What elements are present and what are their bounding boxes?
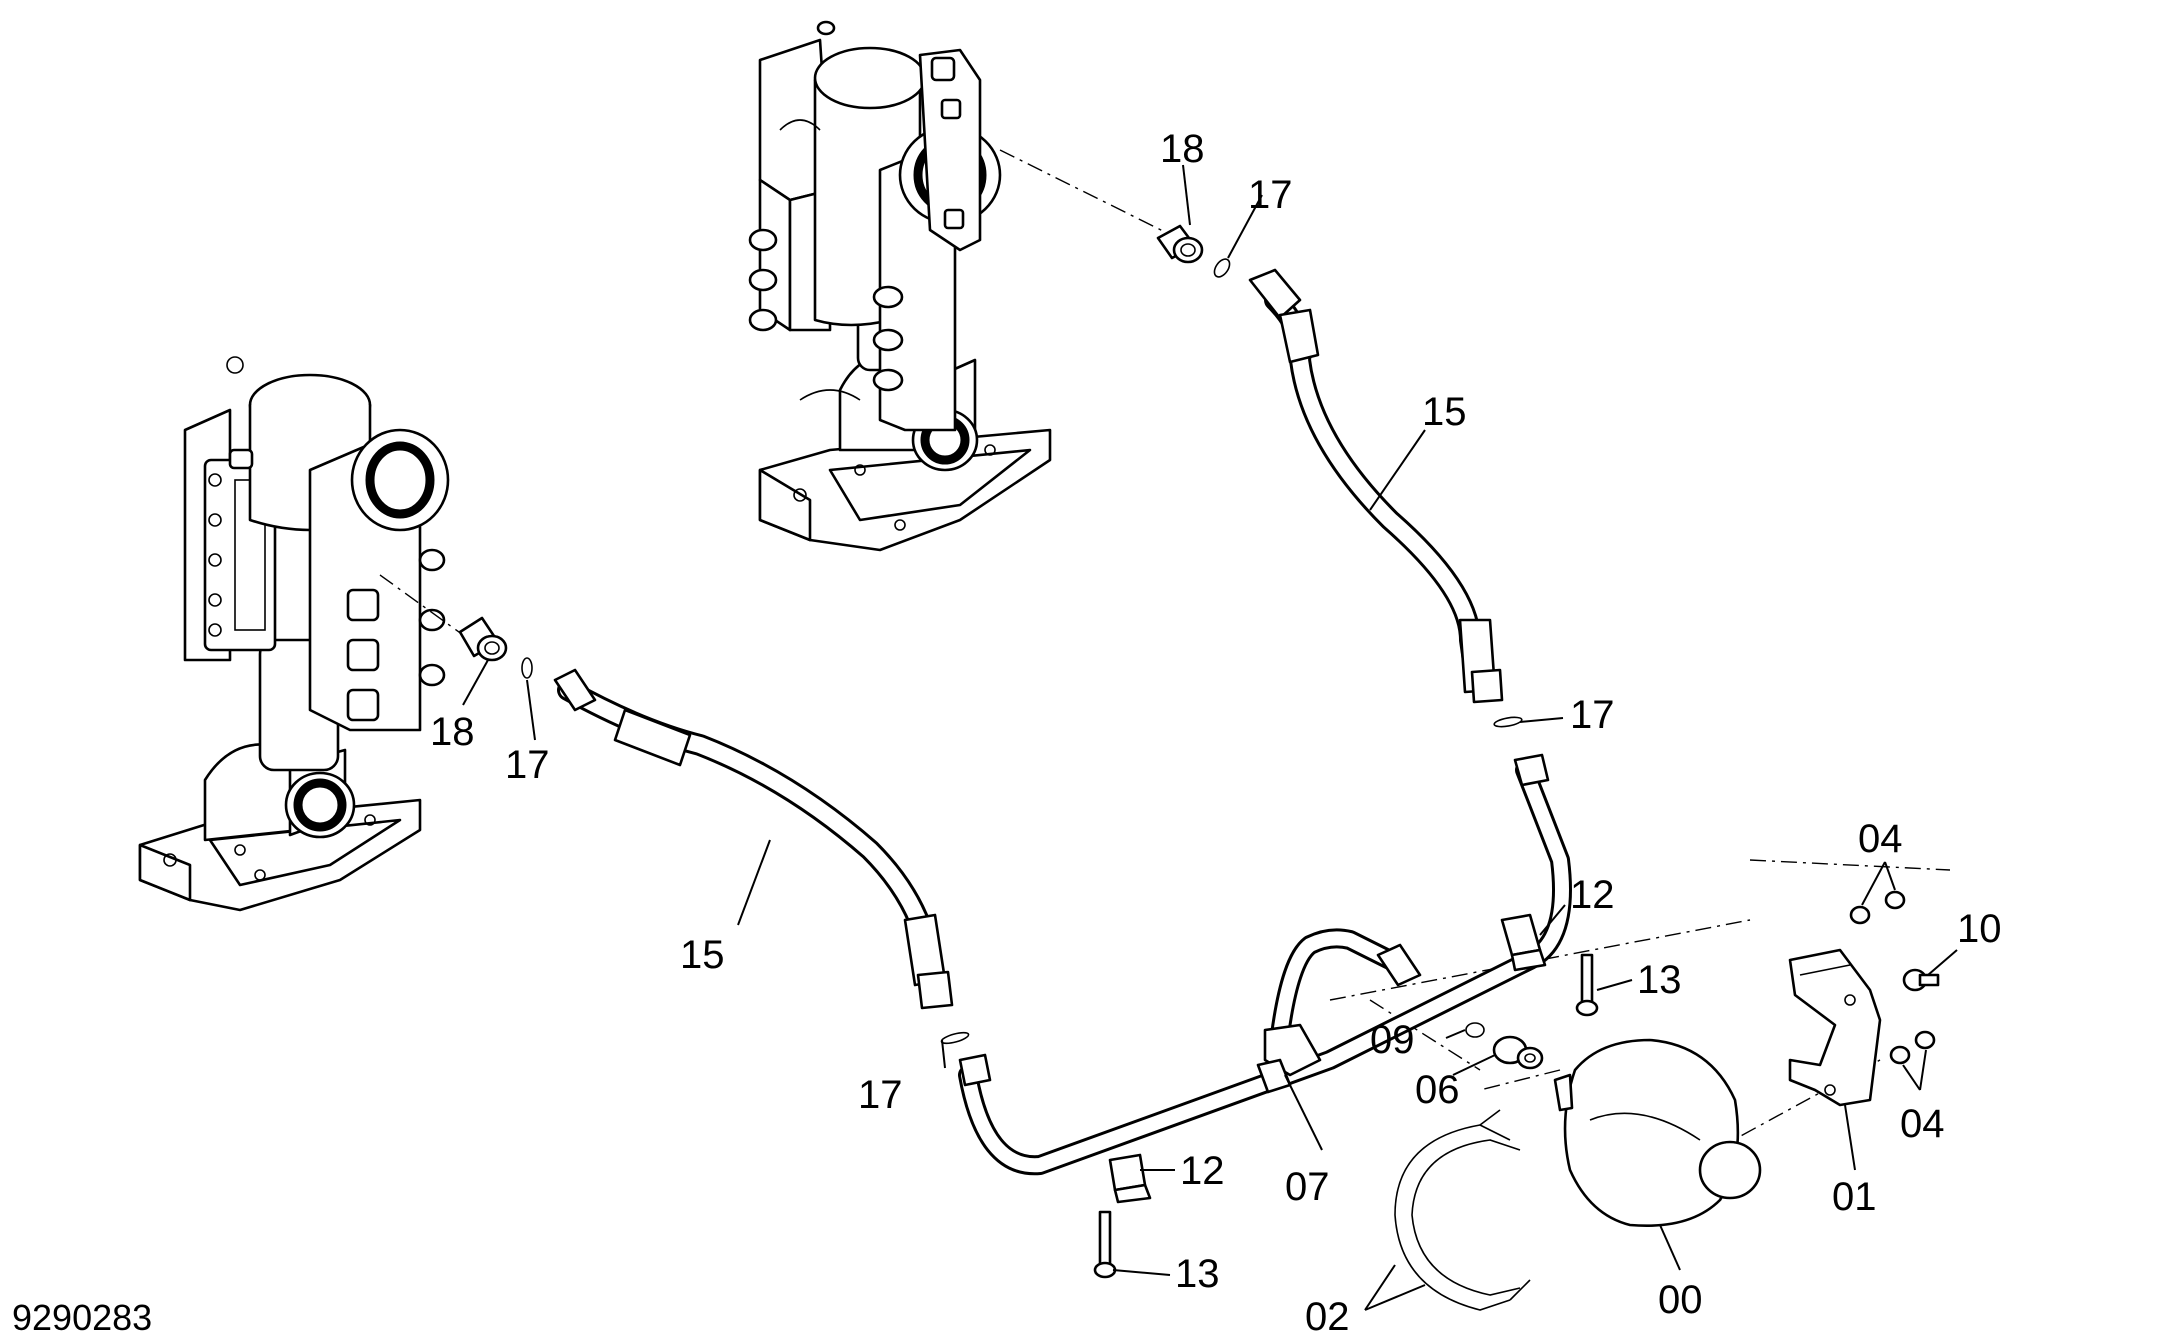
- nuts-04-lower: [1889, 1030, 1936, 1065]
- hose-15-left: [553, 668, 954, 1010]
- valve-assembly-left: [138, 356, 450, 912]
- center-lines: [379, 149, 1951, 1181]
- fitting-06: [1492, 1035, 1544, 1070]
- fitting-18-upper: [1156, 224, 1204, 264]
- bracket-01: [1788, 948, 1882, 1107]
- o-ring-17-left: [521, 657, 533, 679]
- clamp-strap-02: [1394, 1109, 1531, 1311]
- callout-17-right: 17: [1570, 693, 1615, 737]
- bolt-13-upper: [1575, 953, 1599, 1017]
- o-ring-17-lower: [940, 1031, 970, 1045]
- callout-12-lower: 12: [1180, 1149, 1225, 1193]
- callout-labels: 18 17 15 17 18 17 15 17 12 13 12 13 07 0…: [430, 127, 2002, 1339]
- o-ring-09: [1465, 1022, 1485, 1038]
- pipe-manifold-07: [958, 753, 1572, 1176]
- callout-06: 06: [1415, 1068, 1460, 1112]
- callout-09: 09: [1370, 1018, 1415, 1062]
- hose-15-upper: [1248, 268, 1504, 704]
- callout-04-lower: 04: [1900, 1102, 1945, 1146]
- callout-17-lower: 17: [858, 1073, 903, 1117]
- o-ring-17-right: [1493, 716, 1523, 728]
- nuts-04-upper: [1849, 890, 1906, 925]
- callout-01: 01: [1832, 1175, 1877, 1219]
- callout-00: 00: [1658, 1278, 1703, 1322]
- valve-assembly-upper: [748, 20, 1052, 552]
- callout-18-left: 18: [430, 710, 475, 754]
- accumulator-00: [1553, 1038, 1762, 1227]
- callout-04-upper: 04: [1858, 817, 1903, 861]
- screw-10: [1902, 968, 1940, 992]
- clamp-12-lower: [1108, 1153, 1152, 1204]
- callout-17-upper: 17: [1248, 173, 1293, 217]
- callout-12-upper: 12: [1570, 873, 1615, 917]
- clamp-12-upper: [1500, 913, 1547, 972]
- leader-lines: [462, 164, 1958, 1311]
- callout-18-upper: 18: [1160, 127, 1205, 171]
- callout-10: 10: [1957, 907, 2002, 951]
- bolt-13-lower: [1093, 1210, 1117, 1279]
- callout-15-upper: 15: [1422, 390, 1467, 434]
- callout-15-left: 15: [680, 933, 725, 977]
- callout-17-left: 17: [505, 743, 550, 787]
- callout-02: 02: [1305, 1295, 1350, 1339]
- callout-07: 07: [1285, 1165, 1330, 1209]
- document-number: 9290283: [12, 1297, 152, 1338]
- fitting-18-left: [458, 616, 508, 662]
- callout-13-upper: 13: [1637, 958, 1682, 1002]
- callout-13-lower: 13: [1175, 1252, 1220, 1296]
- o-ring-17-upper: [1213, 258, 1231, 278]
